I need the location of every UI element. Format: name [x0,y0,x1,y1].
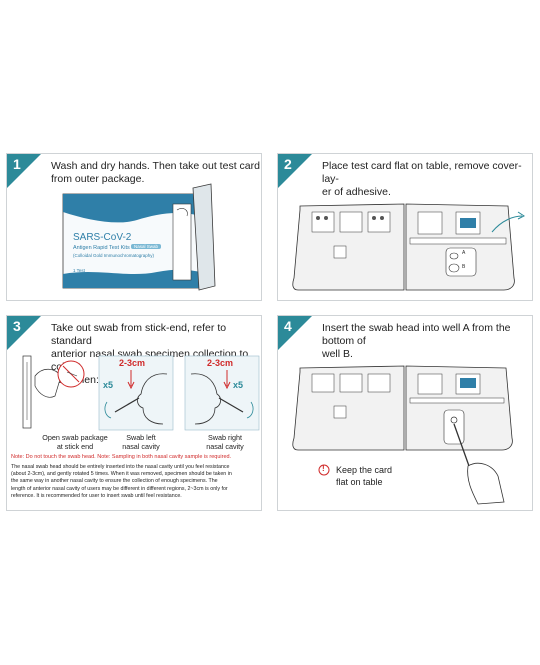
step-instruction: Place test card flat on table, remove co… [322,160,522,198]
package-method: (Colloidal Gold Immunochromatography) [73,253,155,258]
step-4-panel: 4 Insert the swab head into well A from … [277,315,533,511]
step-number: 1 [13,156,21,172]
step-instruction: Wash and dry hands. Then take out test c… [51,160,260,185]
step-number-badge [7,154,41,188]
step-instruction: Insert the swab head into well A from th… [322,322,511,360]
step-1-panel: 1 Wash and dry hands. Then take out test… [6,153,262,301]
instruction-note: The nasal swab head should be entirely i… [11,464,232,499]
step-number: 2 [284,156,292,172]
swab-collection-illustration [22,355,260,431]
warning-note: Note: Do not touch the swab head. Note: … [11,454,232,460]
step-2-panel: 2 Place test card flat on table, remove … [277,153,533,301]
distance-left: 2-3cm [119,358,146,368]
well-b-label: B [462,264,466,270]
step-number-badge [278,154,312,188]
rotation-right: x5 [233,380,244,390]
step-number: 3 [13,318,21,334]
swab-insertion-illustration [292,365,513,505]
keep-flat-note: Keep the card flat on table [336,465,393,487]
step-3-panel: 3 Take out swab from stick-end, refer to… [6,315,262,511]
alert-icon: ! [322,464,325,473]
step-number-badge [7,316,41,350]
package-subtitle: Antigen Rapid Test Kits [73,245,130,251]
test-kit-package-illustration [62,183,216,291]
package-title: SARS-CoV-2 [73,232,132,243]
distance-right: 2-3cm [207,358,234,368]
step-number-badge [278,316,312,350]
rotation-left: x5 [103,380,114,390]
well-a-label: A [462,250,466,256]
package-badge: Nasal Swab [131,244,162,249]
test-card-open-illustration [292,203,525,291]
package-count: 1 Test [73,268,85,273]
step-number: 4 [284,318,292,334]
